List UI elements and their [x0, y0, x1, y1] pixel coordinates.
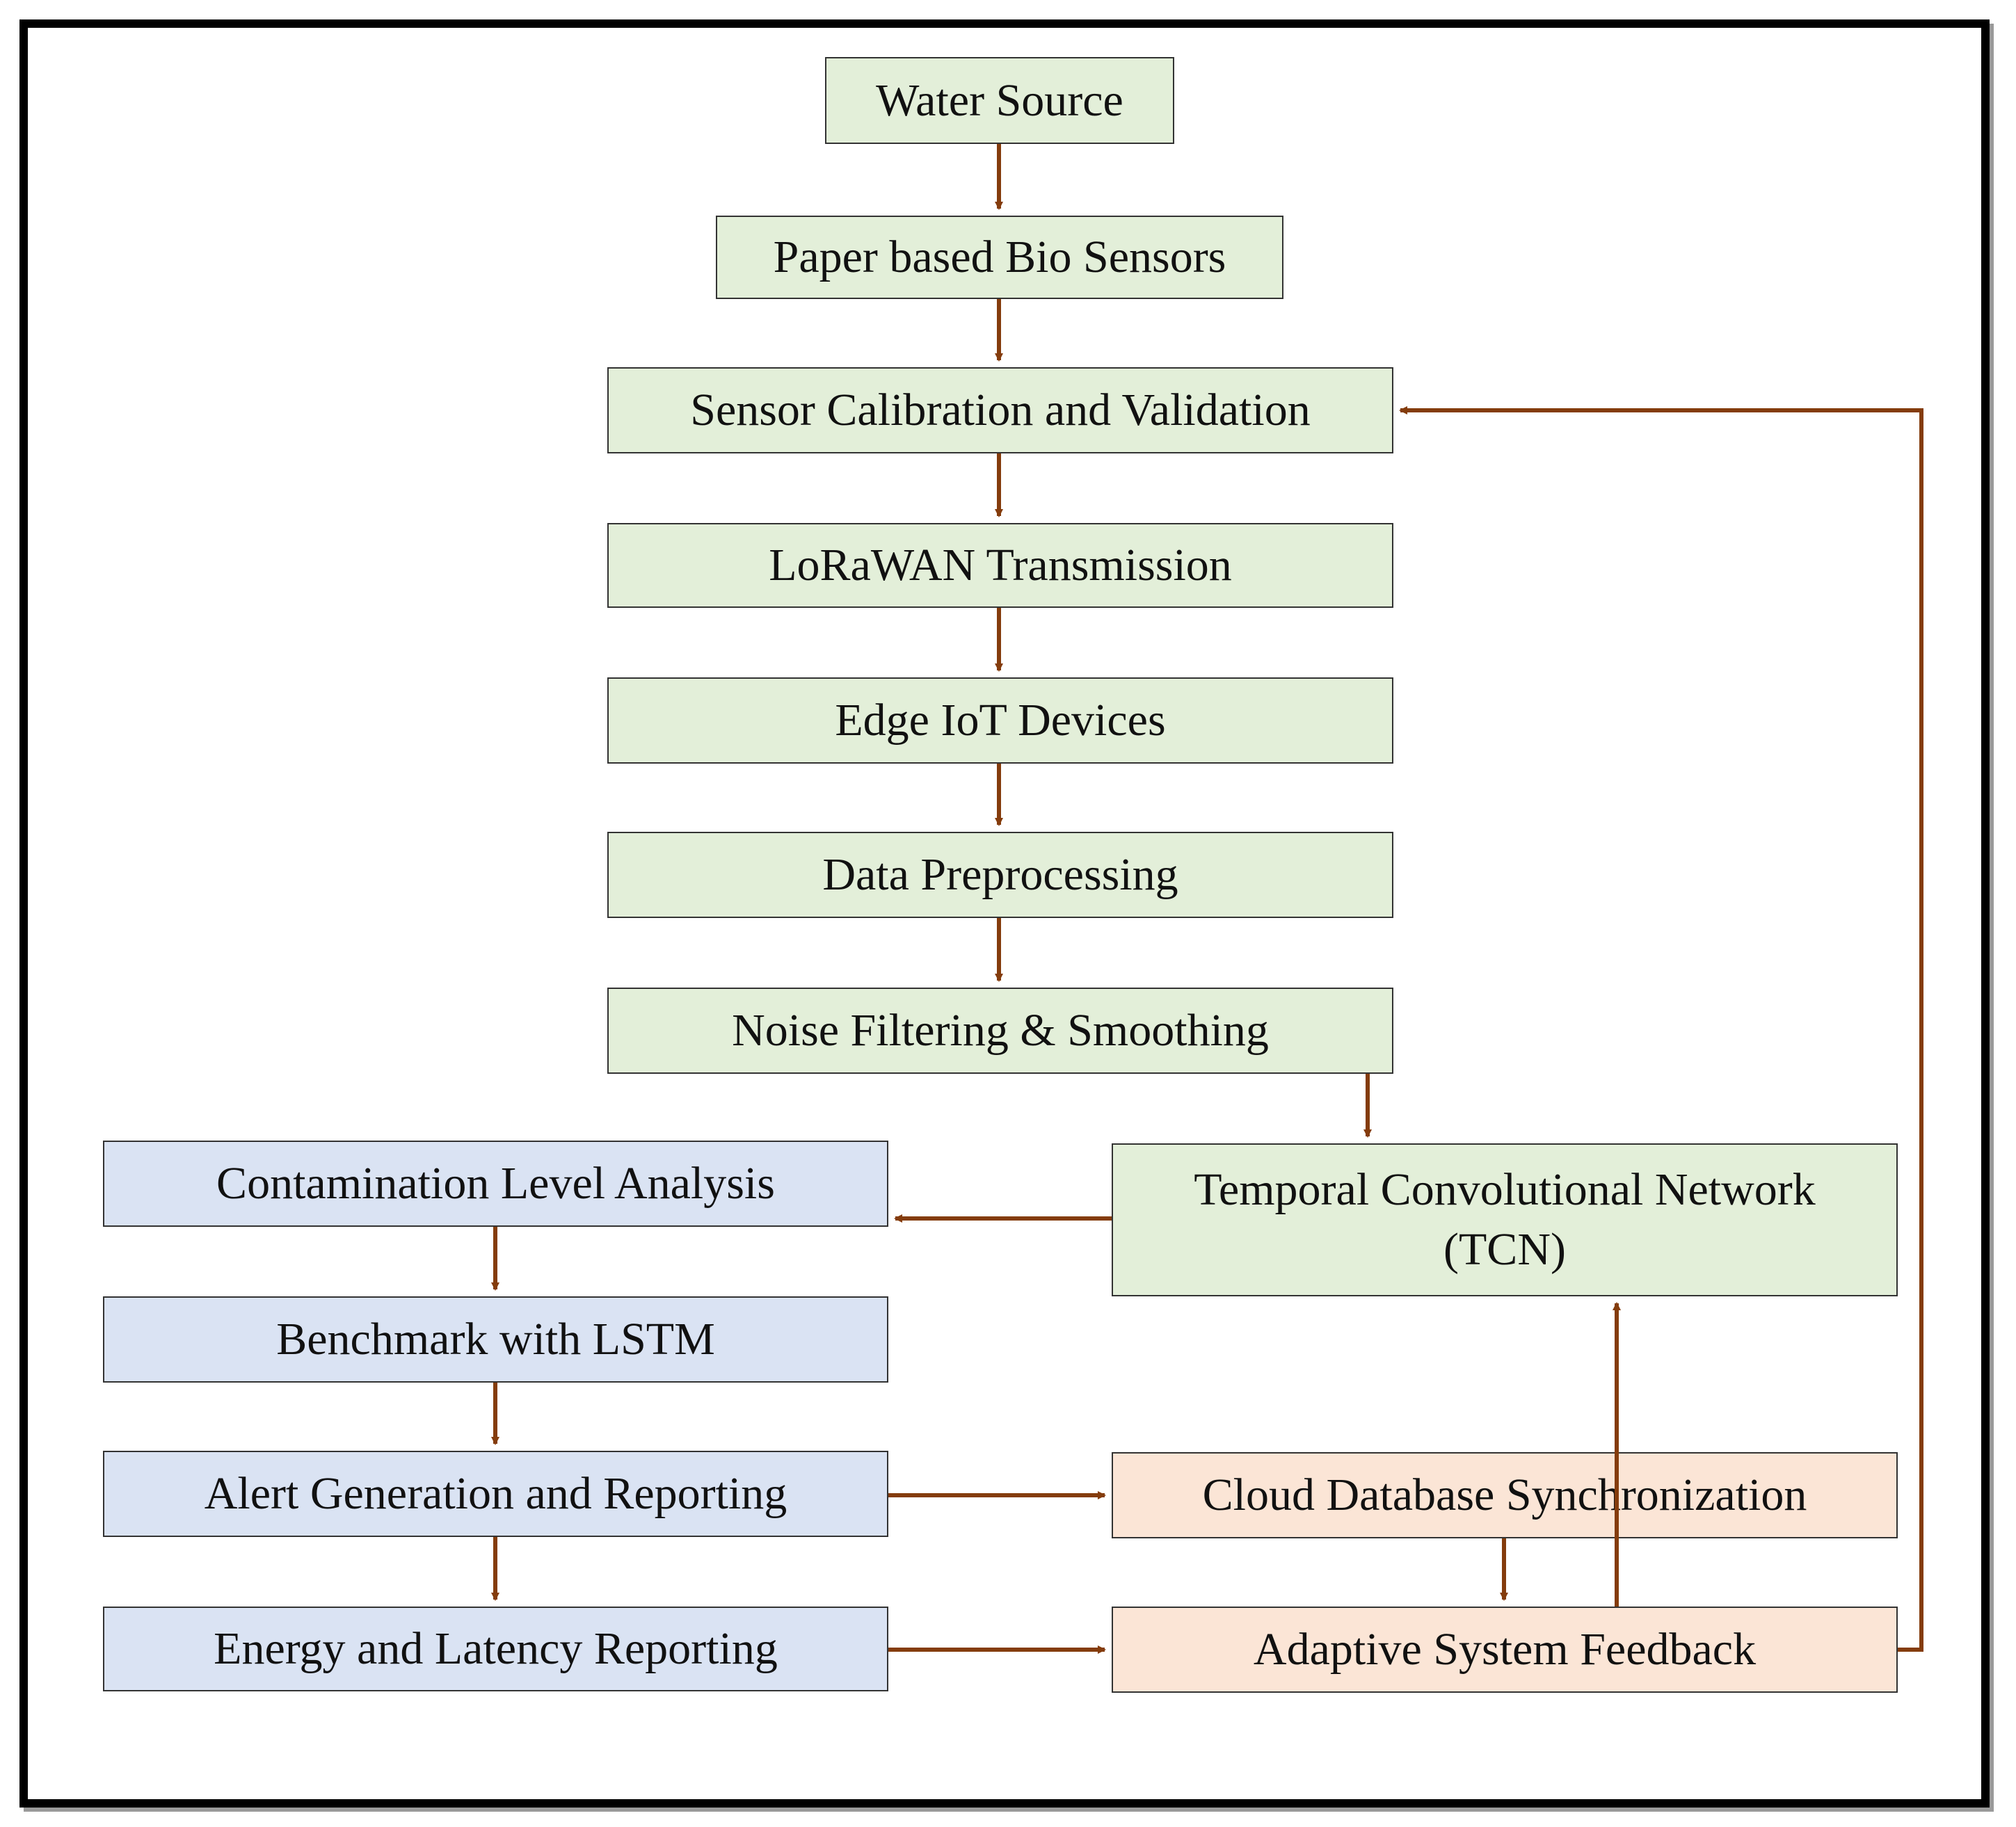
node-noise-filtering: Noise Filtering & Smoothing: [607, 988, 1393, 1074]
node-alert-generation: Alert Generation and Reporting: [103, 1451, 888, 1537]
node-sensor-calibration: Sensor Calibration and Validation: [607, 367, 1393, 453]
node-adaptive-feedback: Adaptive System Feedback: [1112, 1607, 1898, 1693]
node-noise-filtering-label: Noise Filtering & Smoothing: [732, 1005, 1269, 1056]
node-tcn-label-line2: (TCN): [1443, 1224, 1566, 1275]
node-energy-latency-label: Energy and Latency Reporting: [214, 1623, 778, 1675]
node-edge-iot-devices: Edge IoT Devices: [607, 677, 1393, 764]
node-data-preprocessing-label: Data Preprocessing: [822, 849, 1178, 901]
node-cloud-sync: Cloud Database Synchronization: [1112, 1452, 1898, 1538]
node-paper-bio-sensors: Paper based Bio Sensors: [716, 216, 1283, 299]
node-edge-iot-devices-label: Edge IoT Devices: [835, 695, 1166, 746]
node-energy-latency: Energy and Latency Reporting: [103, 1607, 888, 1691]
node-cloud-sync-label: Cloud Database Synchronization: [1202, 1470, 1807, 1521]
node-benchmark-lstm: Benchmark with LSTM: [103, 1296, 888, 1383]
node-lorawan-transmission-label: LoRaWAN Transmission: [769, 540, 1232, 591]
node-tcn: Temporal Convolutional Network (TCN): [1112, 1143, 1898, 1296]
node-alert-generation-label: Alert Generation and Reporting: [204, 1468, 787, 1520]
node-lorawan-transmission: LoRaWAN Transmission: [607, 523, 1393, 608]
node-contamination-analysis-label: Contamination Level Analysis: [216, 1158, 775, 1209]
node-tcn-label-line1: Temporal Convolutional Network: [1194, 1164, 1816, 1216]
node-water-source-label: Water Source: [876, 74, 1123, 126]
node-adaptive-feedback-label: Adaptive System Feedback: [1253, 1624, 1757, 1675]
node-benchmark-lstm-label: Benchmark with LSTM: [276, 1314, 715, 1365]
node-sensor-calibration-label: Sensor Calibration and Validation: [690, 385, 1311, 436]
node-data-preprocessing: Data Preprocessing: [607, 832, 1393, 918]
node-contamination-analysis: Contamination Level Analysis: [103, 1141, 888, 1227]
node-water-source: Water Source: [825, 57, 1174, 144]
node-paper-bio-sensors-label: Paper based Bio Sensors: [773, 232, 1226, 283]
